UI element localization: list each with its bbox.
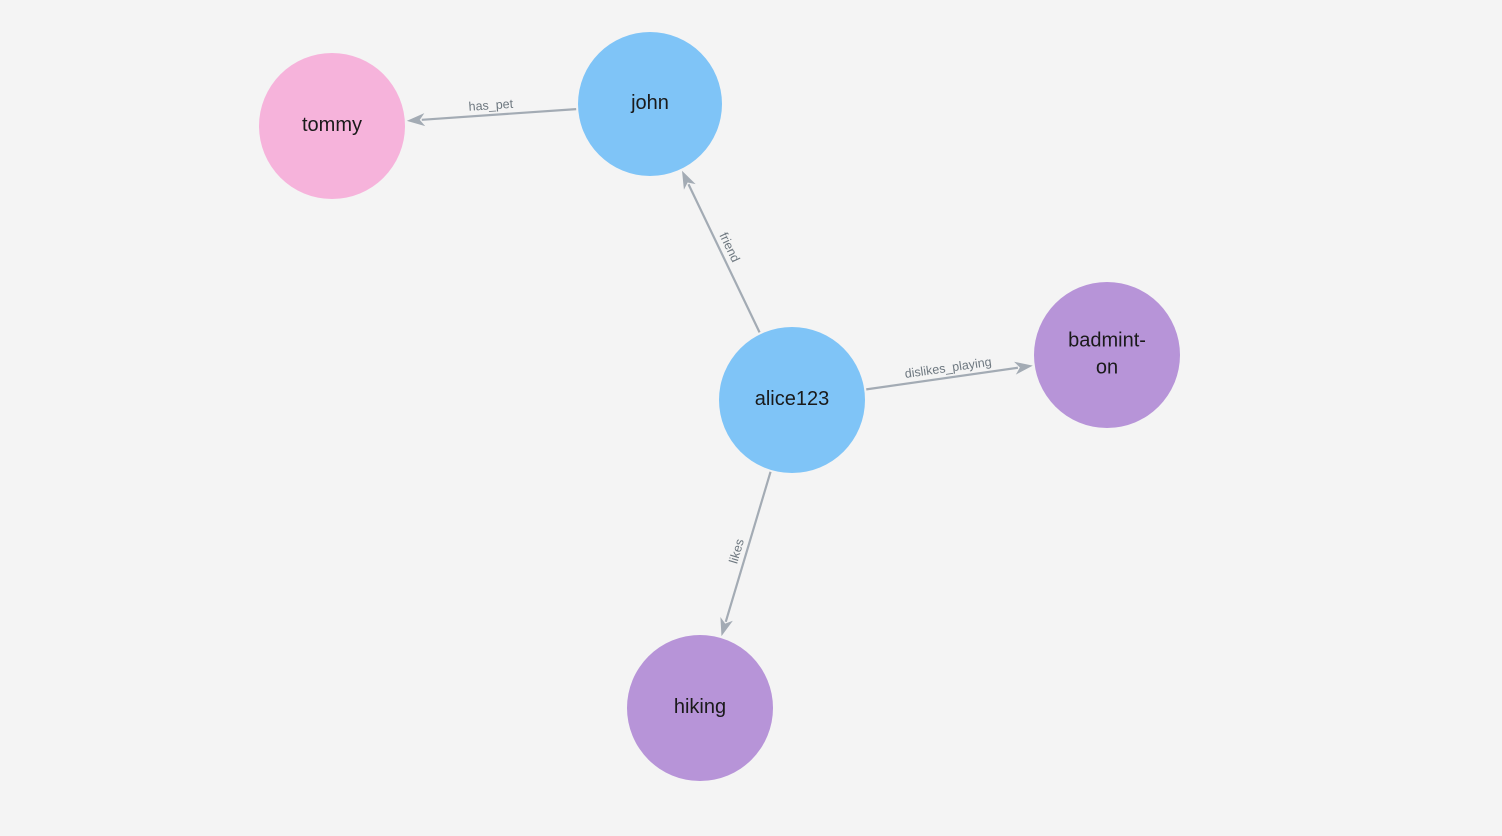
graph-edge[interactable]: dislikes_playing (866, 355, 1033, 391)
edge-line (687, 183, 761, 333)
edge-arrowhead-icon (406, 113, 426, 127)
edge-line (866, 366, 1019, 391)
graph-edge[interactable]: likes (720, 471, 772, 637)
edge-line (724, 471, 772, 623)
edge-label: friend (716, 230, 742, 264)
nodes-layer: tommy john alice123 badmint-on hiking (259, 32, 1180, 781)
graph-node-badminton[interactable]: badmint-on (1034, 282, 1180, 428)
node-circle[interactable] (578, 32, 722, 176)
graph-node-john[interactable]: john (578, 32, 722, 176)
edge-line (421, 108, 577, 121)
edge-label: has_pet (468, 97, 514, 114)
graph-node-tommy[interactable]: tommy (259, 53, 405, 199)
graph-edge[interactable]: friend (682, 170, 761, 333)
graph-node-hiking[interactable]: hiking (627, 635, 773, 781)
node-circle[interactable] (1034, 282, 1180, 428)
edge-arrowhead-icon (1014, 361, 1033, 375)
graph-edge[interactable]: has_pet (406, 97, 577, 127)
node-circle[interactable] (259, 53, 405, 199)
node-circle[interactable] (719, 327, 865, 473)
edge-arrowhead-icon (720, 617, 733, 637)
graph-node-alice123[interactable]: alice123 (719, 327, 865, 473)
node-circle[interactable] (627, 635, 773, 781)
edge-arrowhead-icon (682, 170, 696, 190)
